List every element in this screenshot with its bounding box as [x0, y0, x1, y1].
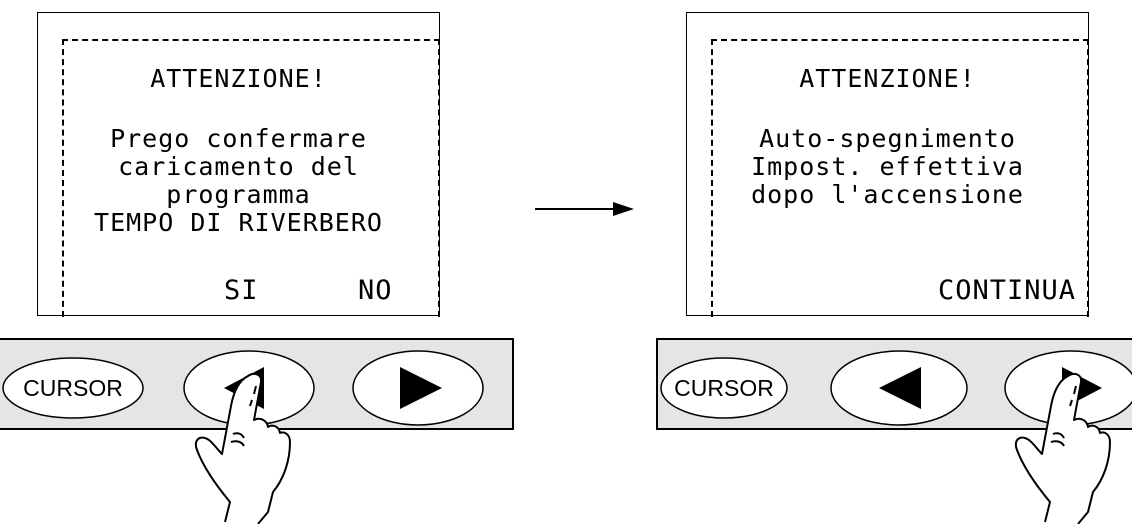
softkey-no[interactable]: NO — [358, 275, 393, 306]
message-line: TEMPO DI RIVERBERO — [94, 208, 383, 237]
cursor-label: CURSOR — [23, 375, 123, 401]
message-line: dopo l'accensione — [751, 180, 1024, 209]
message-line: Auto-spegnimento — [759, 124, 1016, 153]
screen-title: ATTENZIONE! — [799, 64, 976, 93]
button-panel-right: CURSOR — [656, 338, 1132, 430]
message-line: Impost. effettiva — [751, 152, 1024, 181]
cursor-button[interactable]: CURSOR — [660, 357, 788, 419]
lcd-screen-left: ATTENZIONE! Prego confermare caricamento… — [37, 12, 440, 317]
screen-dotted-frame — [62, 39, 440, 317]
flow-arrow-icon — [535, 202, 634, 216]
softkey-si[interactable]: SI — [224, 275, 259, 306]
left-arrow-button[interactable] — [830, 350, 968, 426]
pointing-hand-icon — [1014, 373, 1111, 524]
screen-message: Prego confermare caricamento del program… — [38, 125, 439, 237]
right-arrow-button[interactable] — [352, 350, 484, 426]
message-line: caricamento del — [118, 152, 359, 181]
lcd-screen-right: ATTENZIONE! Auto-spegnimento Impost. eff… — [686, 12, 1089, 317]
softkey-continua[interactable]: CONTINUA — [937, 275, 1076, 306]
screen-title: ATTENZIONE! — [150, 64, 327, 93]
cursor-button[interactable]: CURSOR — [2, 357, 144, 419]
screen-dotted-frame — [711, 39, 1089, 317]
cursor-label: CURSOR — [674, 375, 774, 401]
pointing-hand-icon — [194, 373, 291, 524]
message-line: programma — [166, 180, 311, 209]
button-panel-graphics: CURSOR — [660, 350, 1132, 426]
message-line: Prego confermare — [110, 124, 367, 153]
left-arrow-icon — [879, 367, 921, 409]
screen-message: Auto-spegnimento Impost. effettiva dopo … — [687, 125, 1088, 209]
right-arrow-icon — [400, 367, 442, 409]
